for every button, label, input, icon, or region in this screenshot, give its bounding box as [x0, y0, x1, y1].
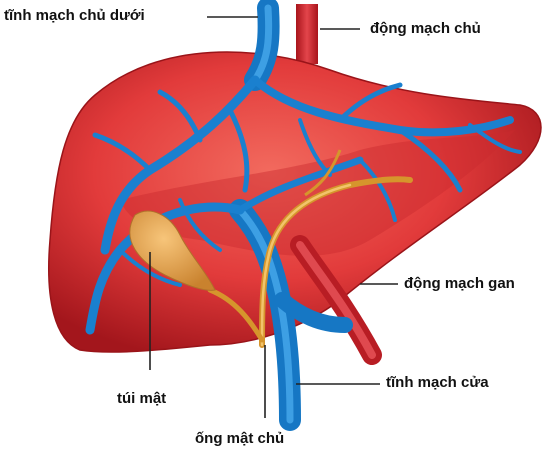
label-portal-vein: tĩnh mạch cửa [386, 374, 489, 391]
aorta [296, 4, 318, 64]
label-hepatic-artery: động mạch gan [404, 275, 515, 292]
label-inferior-vena-cava: tĩnh mạch chủ dưới [4, 7, 145, 24]
label-aorta: động mạch chủ [370, 20, 481, 37]
label-gallbladder: túi mật [117, 390, 166, 407]
label-common-bile-duct: ống mật chủ [195, 430, 284, 447]
